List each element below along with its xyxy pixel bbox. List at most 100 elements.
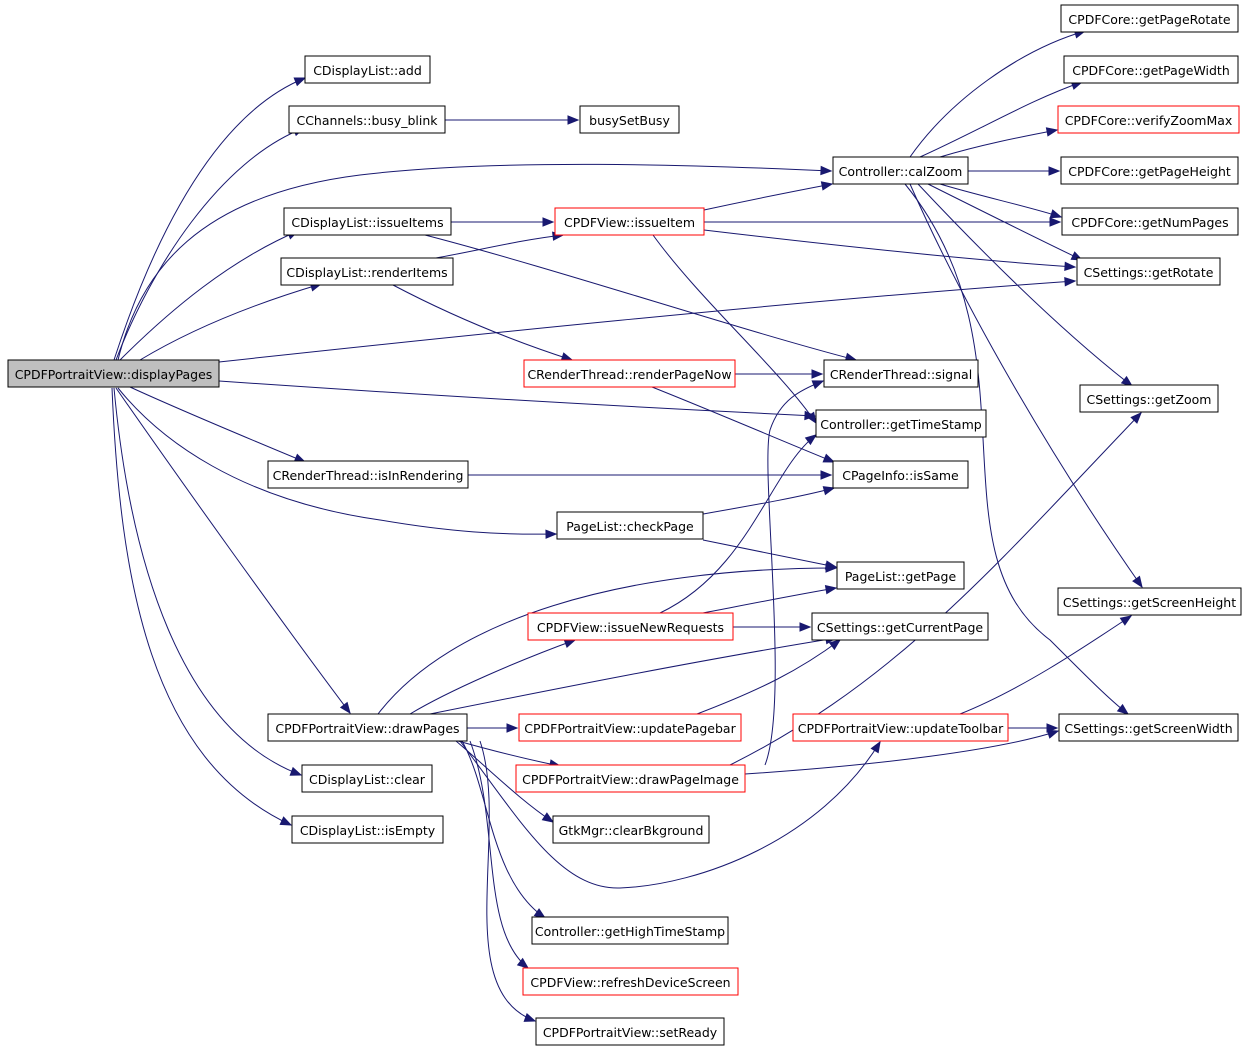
node-isSame[interactable]: CPageInfo::isSame bbox=[832, 460, 969, 489]
node-box[interactable] bbox=[832, 460, 969, 489]
node-label: CDisplayList::add bbox=[313, 63, 422, 78]
edge-line bbox=[424, 234, 857, 361]
node-box[interactable] bbox=[531, 916, 729, 945]
node-getPageRotate[interactable]: CPDFCore::getPageRotate bbox=[1060, 4, 1239, 33]
node-getPageWidth[interactable]: CPDFCore::getPageWidth bbox=[1063, 55, 1239, 84]
edge-line bbox=[702, 487, 835, 515]
node-box[interactable] bbox=[515, 764, 746, 793]
node-box[interactable] bbox=[1058, 713, 1239, 742]
node-updateToolbar[interactable]: CPDFPortraitView::updateToolbar bbox=[792, 713, 1009, 742]
node-box[interactable] bbox=[556, 511, 704, 540]
node-box[interactable] bbox=[792, 713, 1009, 742]
node-box[interactable] bbox=[1063, 55, 1239, 84]
node-box[interactable] bbox=[527, 612, 734, 641]
node-box[interactable] bbox=[832, 156, 969, 185]
edge-displayPages-to-dl_isEmpty bbox=[111, 387, 293, 826]
node-box[interactable] bbox=[836, 561, 965, 590]
node-calZoom[interactable]: Controller::calZoom bbox=[832, 156, 969, 185]
node-busy_blink[interactable]: CChannels::busy_blink bbox=[288, 105, 446, 134]
node-renderItems[interactable]: CDisplayList::renderItems bbox=[280, 257, 454, 286]
node-getZoom[interactable]: CSettings::getZoom bbox=[1079, 384, 1219, 413]
node-issueNewRequests[interactable]: CPDFView::issueNewRequests bbox=[527, 612, 734, 641]
node-box[interactable] bbox=[815, 409, 987, 438]
node-box[interactable] bbox=[1060, 4, 1239, 33]
node-box[interactable] bbox=[535, 1017, 725, 1046]
node-issueItem[interactable]: CPDFView::issueItem bbox=[554, 207, 705, 236]
node-box[interactable] bbox=[579, 105, 680, 134]
node-box[interactable] bbox=[304, 55, 431, 84]
edge-drawPageImage-to-signal bbox=[764, 380, 825, 766]
node-box[interactable] bbox=[554, 207, 705, 236]
edge-displayPages-to-issueItems bbox=[119, 230, 300, 361]
node-box[interactable] bbox=[280, 257, 454, 286]
node-getHighTimeStamp[interactable]: Controller::getHighTimeStamp bbox=[531, 916, 729, 945]
node-getScreenWidth[interactable]: CSettings::getScreenWidth bbox=[1058, 713, 1239, 742]
edge-line bbox=[469, 740, 529, 969]
node-box[interactable] bbox=[1076, 257, 1221, 286]
edge-arrowhead bbox=[1049, 209, 1063, 219]
node-getPage[interactable]: PageList::getPage bbox=[836, 561, 965, 590]
node-box[interactable] bbox=[291, 815, 444, 844]
edge-line bbox=[479, 740, 536, 1022]
node-getRotate[interactable]: CSettings::getRotate bbox=[1076, 257, 1221, 286]
node-box[interactable] bbox=[552, 815, 710, 844]
node-box[interactable] bbox=[811, 612, 989, 641]
edge-line bbox=[703, 229, 1076, 268]
node-label: CPDFCore::verifyZoomMax bbox=[1065, 113, 1233, 128]
edge-arrowhead bbox=[1064, 276, 1077, 287]
node-isInRendering[interactable]: CRenderThread::isInRendering bbox=[267, 460, 469, 489]
node-dl_clear[interactable]: CDisplayList::clear bbox=[301, 764, 433, 793]
node-signal[interactable]: CRenderThread::signal bbox=[823, 359, 979, 388]
node-dl_add[interactable]: CDisplayList::add bbox=[304, 55, 431, 84]
node-drawPages[interactable]: CPDFPortraitView::drawPages bbox=[267, 713, 468, 742]
node-box[interactable] bbox=[823, 359, 979, 388]
node-issueItems[interactable]: CDisplayList::issueItems bbox=[283, 207, 452, 236]
node-label: Controller::calZoom bbox=[839, 164, 963, 179]
node-label: Controller::getTimeStamp bbox=[820, 417, 981, 432]
edge-drawPages-to-setReady bbox=[479, 740, 537, 1022]
node-checkPage[interactable]: PageList::checkPage bbox=[556, 511, 704, 540]
edge-drawPages-to-updateToolbar bbox=[459, 740, 881, 889]
node-box[interactable] bbox=[283, 207, 452, 236]
node-box[interactable] bbox=[267, 713, 468, 742]
edge-arrowhead bbox=[1045, 127, 1059, 137]
node-dl_isEmpty[interactable]: CDisplayList::isEmpty bbox=[291, 815, 444, 844]
node-box[interactable] bbox=[1057, 105, 1240, 134]
node-verifyZoomMax[interactable]: CPDFCore::verifyZoomMax bbox=[1057, 105, 1240, 134]
node-box[interactable] bbox=[288, 105, 446, 134]
node-box[interactable] bbox=[267, 460, 469, 489]
edge-line bbox=[959, 615, 1132, 715]
edge-line bbox=[119, 230, 299, 361]
node-refreshDeviceScreen[interactable]: CPDFView::refreshDeviceScreen bbox=[522, 967, 739, 996]
edge-line bbox=[917, 183, 1133, 387]
node-getNumPages[interactable]: CPDFCore::getNumPages bbox=[1061, 207, 1239, 236]
node-box[interactable] bbox=[518, 713, 742, 742]
node-box[interactable] bbox=[1061, 207, 1239, 236]
edge-arrowhead bbox=[1130, 412, 1142, 424]
node-renderPageNow[interactable]: CRenderThread::renderPageNow bbox=[523, 359, 736, 388]
node-box[interactable] bbox=[301, 764, 433, 793]
edge-arrowhead bbox=[825, 563, 838, 573]
node-box[interactable] bbox=[522, 967, 739, 996]
node-clearBkground[interactable]: GtkMgr::clearBkground bbox=[552, 815, 710, 844]
node-box[interactable] bbox=[523, 359, 736, 388]
node-box[interactable] bbox=[7, 359, 220, 388]
edge-updatePagebar-to-getCurrentPage bbox=[696, 639, 842, 715]
node-busySetBusy[interactable]: busySetBusy bbox=[579, 105, 680, 134]
node-box[interactable] bbox=[1079, 384, 1219, 413]
edge-arrowhead bbox=[542, 217, 555, 227]
edge-arrowhead bbox=[820, 470, 833, 480]
edge-arrowhead bbox=[822, 486, 836, 496]
node-drawPageImage[interactable]: CPDFPortraitView::drawPageImage bbox=[515, 764, 746, 793]
node-box[interactable] bbox=[1060, 156, 1239, 185]
node-getPageHeight[interactable]: CPDFCore::getPageHeight bbox=[1060, 156, 1239, 185]
edge-arrowhead bbox=[1132, 575, 1143, 589]
node-getScreenHeight[interactable]: CSettings::getScreenHeight bbox=[1057, 587, 1242, 616]
node-displayPages[interactable]: CPDFPortraitView::displayPages bbox=[7, 359, 220, 388]
edge-line bbox=[702, 587, 837, 614]
node-getTimeStamp[interactable]: Controller::getTimeStamp bbox=[815, 409, 987, 438]
node-setReady[interactable]: CPDFPortraitView::setReady bbox=[535, 1017, 725, 1046]
node-getCurrentPage[interactable]: CSettings::getCurrentPage bbox=[811, 612, 989, 641]
node-box[interactable] bbox=[1057, 587, 1242, 616]
node-updatePagebar[interactable]: CPDFPortraitView::updatePagebar bbox=[518, 713, 742, 742]
